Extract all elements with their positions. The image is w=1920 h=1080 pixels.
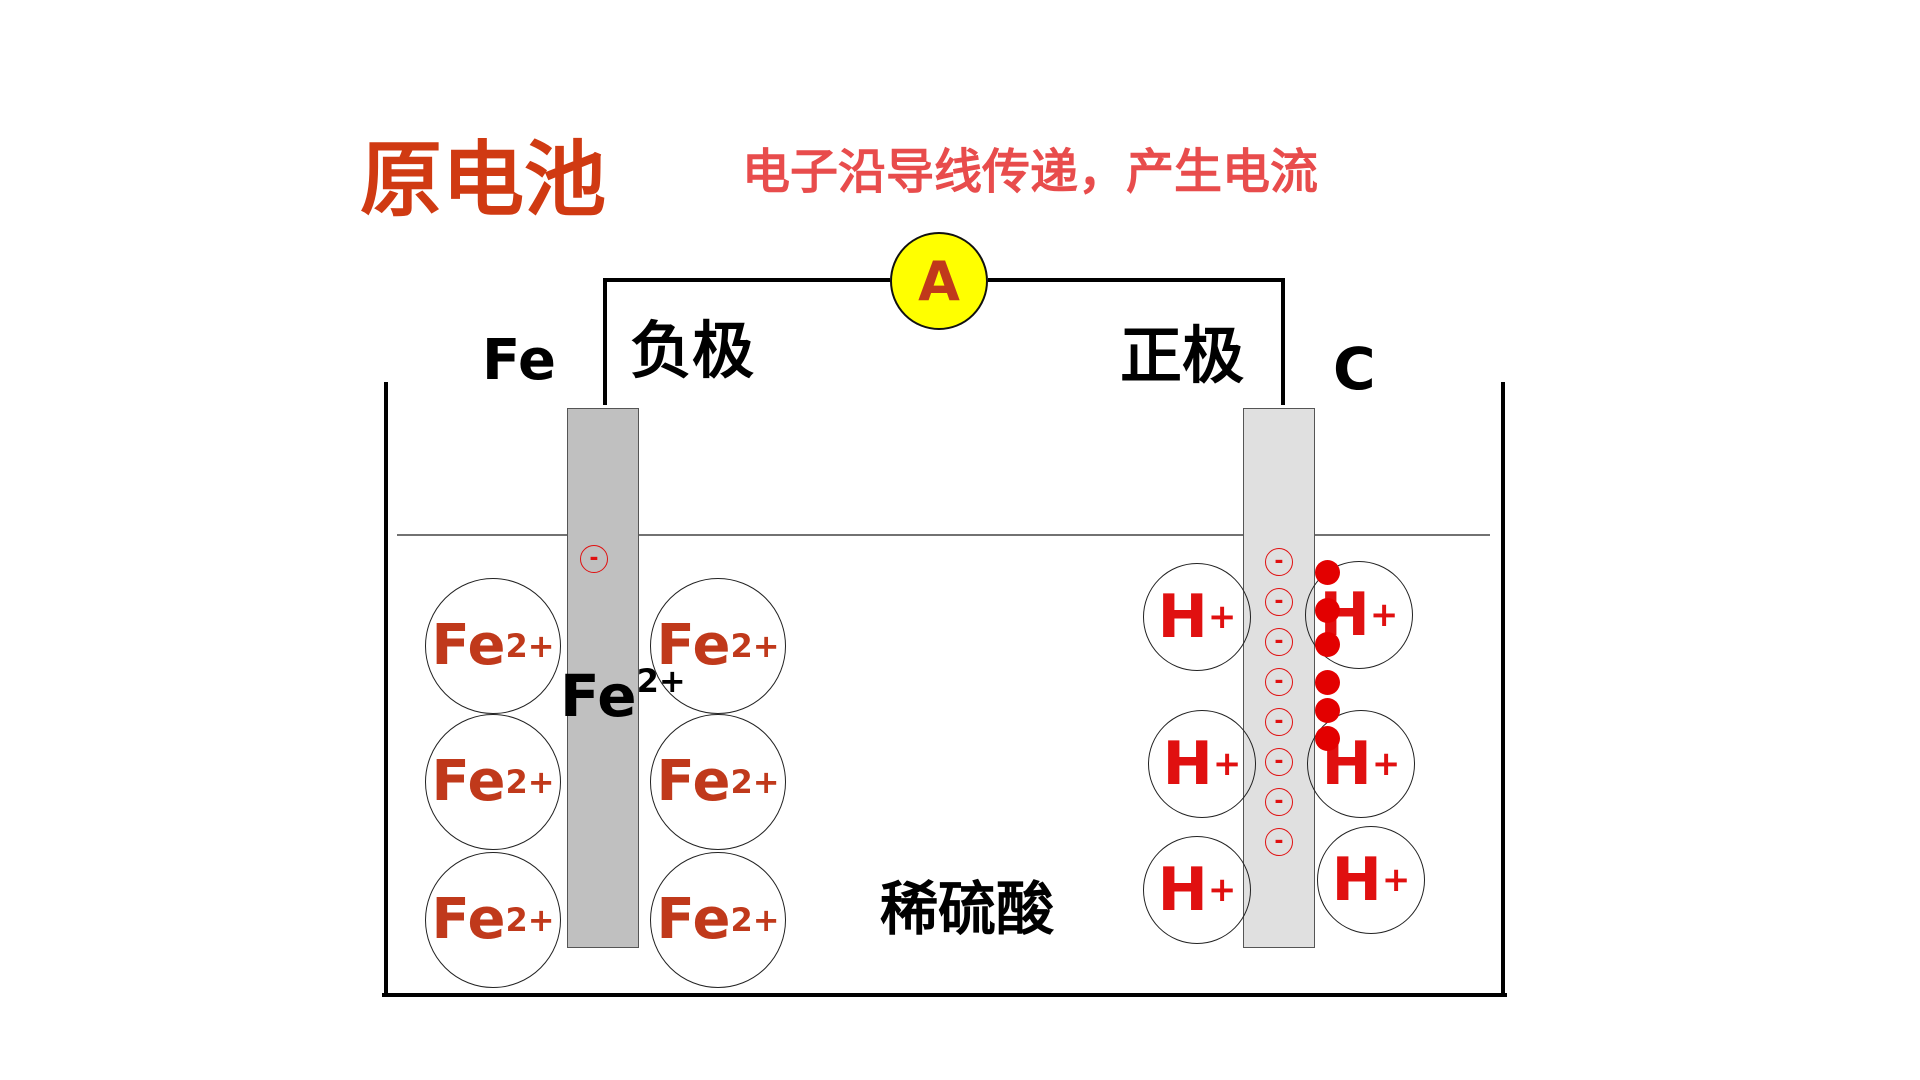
electron-icon: - (580, 545, 608, 573)
electron-icon: - (1265, 588, 1293, 616)
h-ion: H+ (1148, 710, 1256, 818)
right-electrode-pole: 正极 (1120, 319, 1245, 392)
page-title: 原电池 (360, 133, 607, 228)
hydrogen-atom-dot (1315, 670, 1340, 695)
h-ion: H+ (1143, 836, 1251, 944)
ammeter: A (890, 232, 988, 330)
hydrogen-atom-dot (1315, 598, 1340, 623)
hydrogen-atom-dot (1315, 632, 1340, 657)
subtitle: 电子沿导线传递，产生电流 (742, 144, 1319, 200)
electron-icon: - (1265, 788, 1293, 816)
external-wire-left (603, 278, 890, 405)
electron-icon: - (1265, 708, 1293, 736)
h-ion: H+ (1317, 826, 1425, 934)
electron-icon: - (1265, 548, 1293, 576)
hydrogen-atom-dot (1315, 726, 1340, 751)
right-electrode-material: C (1333, 335, 1376, 403)
h-ion: H+ (1143, 563, 1251, 671)
left-electrode-pole: 负极 (630, 314, 755, 387)
electrolyte-label: 稀硫酸 (880, 875, 1055, 943)
ammeter-label: A (918, 249, 960, 313)
electron-icon: - (1265, 628, 1293, 656)
electron-icon: - (1265, 668, 1293, 696)
electron-icon: - (1265, 748, 1293, 776)
electron-icon: - (1265, 828, 1293, 856)
hydrogen-atom-dot (1315, 560, 1340, 585)
hydrogen-atom-dot (1315, 698, 1340, 723)
fe-electrode (567, 408, 639, 948)
external-wire-right (988, 278, 1285, 405)
left-electrode-material: Fe (482, 328, 556, 393)
